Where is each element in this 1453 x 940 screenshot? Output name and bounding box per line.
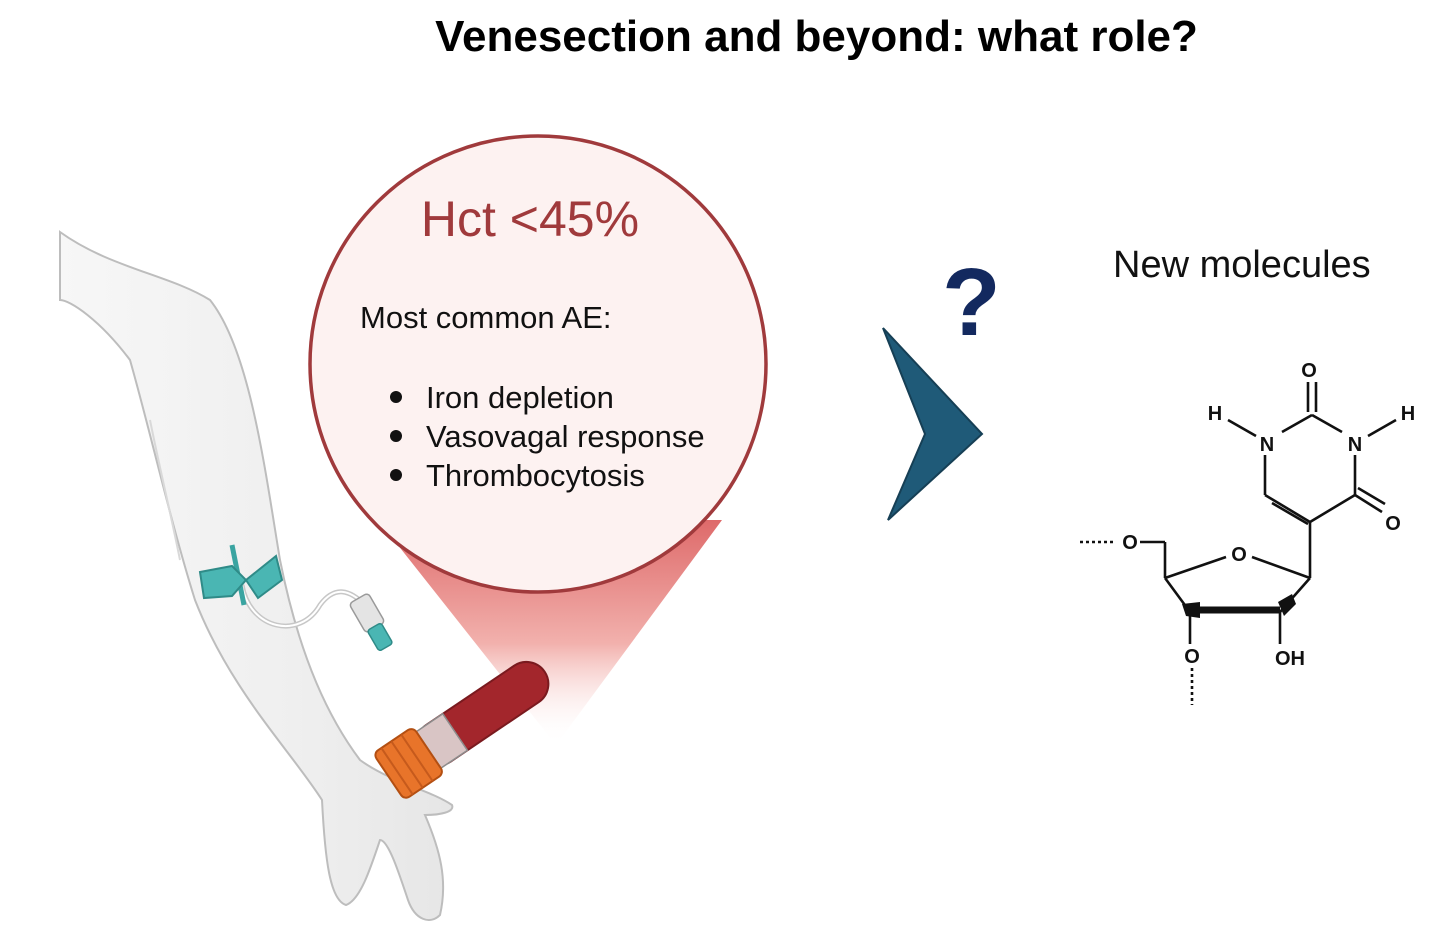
ae-heading: Most common AE: [360,300,612,335]
atom-o-right: O [1385,513,1401,535]
list-item: Iron depletion [390,378,705,417]
ae-item-label: Vasovagal response [426,419,705,454]
hct-target: Hct <45% [420,191,640,247]
bullet-icon [390,390,402,403]
callout-bubble [308,134,768,594]
new-molecules-label: New molecules [1113,244,1371,286]
atom-n-right: N [1348,434,1362,456]
list-item: Vasovagal response [390,417,705,456]
bullet-icon [390,468,402,481]
question-mark-icon: ? [942,249,1001,356]
ae-item-label: Iron depletion [426,380,614,415]
pseudouridine-structure [1080,382,1397,705]
atom-h-left: H [1208,403,1222,425]
list-item: Thrombocytosis [390,456,705,495]
molecule-atom-labels: O H N N H O O O O OH [1122,360,1415,670]
atom-o-bottom: O [1184,646,1200,668]
atom-o-ring: O [1231,544,1247,566]
atom-o-link: O [1122,532,1138,554]
chevron-right-icon [882,327,984,521]
atom-oh: OH [1275,648,1305,670]
atom-n-left: N [1260,434,1274,456]
butterfly-needle [198,544,393,652]
blood-collection-tube [374,660,550,799]
atom-h-right: H [1401,403,1415,425]
page-title: Venesection and beyond: what role? [435,12,1198,61]
ae-item-label: Thrombocytosis [426,458,645,493]
bullet-icon [390,429,402,442]
ae-list: Iron depletion Vasovagal response Thromb… [390,378,705,495]
atom-o-top: O [1301,360,1317,382]
